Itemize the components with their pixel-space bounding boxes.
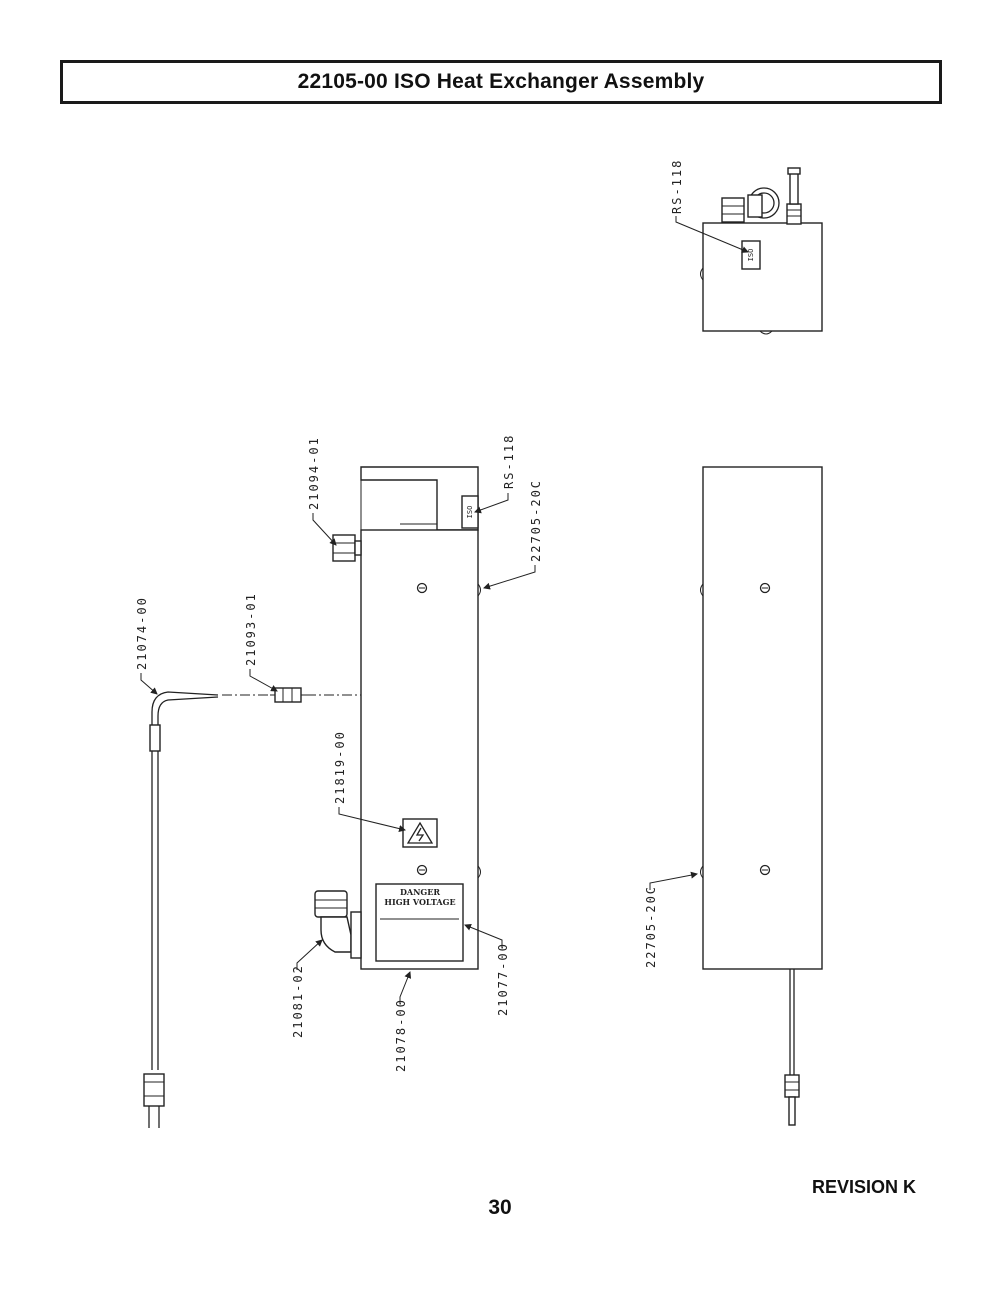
front-view-top-bracket xyxy=(360,466,479,531)
callout-rear-screw: 22705-20C xyxy=(644,885,658,968)
top-view-bottom-bump xyxy=(759,330,773,335)
danger-label xyxy=(375,883,464,962)
rear-connector-tip xyxy=(788,1096,796,1126)
top-view-gland xyxy=(786,203,802,225)
top-view-elbow xyxy=(747,194,763,218)
rear-view-housing xyxy=(702,466,823,970)
callout-danger-label: 21077-00 xyxy=(496,942,510,1016)
revision-label: REVISION K xyxy=(811,1177,916,1197)
page-number: 30 xyxy=(488,1196,512,1219)
top-view-probe-tip xyxy=(787,167,801,175)
callout-screw-top: 22705-20C xyxy=(529,479,543,562)
top-view-probe-stem xyxy=(789,169,799,205)
front-screw-top xyxy=(416,582,428,594)
callout-elbow: 21081-02 xyxy=(291,964,305,1038)
top-view: ISO RS-118 xyxy=(670,159,823,335)
front-view: ISO DANGER HIGH VOLTAGE xyxy=(143,466,481,1128)
callout-probe: 21074-00 xyxy=(135,596,149,670)
front-nut-fitting xyxy=(332,534,356,562)
callouts: 21094-01 RS-118 22705-20C 21074-00 21093… xyxy=(135,434,698,1072)
rear-connector xyxy=(784,1074,800,1098)
probe-plug xyxy=(143,1073,165,1107)
callout-fitting-top: 21094-01 xyxy=(307,436,321,510)
callout-warning-decal: 21819-00 xyxy=(333,730,347,804)
title-box: 22105-00 ISO Heat Exchanger Assembly xyxy=(60,60,942,104)
top-view-side-bump xyxy=(700,267,704,281)
front-iso-text: ISO xyxy=(466,506,474,519)
top-view-housing xyxy=(702,222,823,332)
probe-wire-b xyxy=(157,696,219,1070)
top-view-iso-text: ISO xyxy=(747,249,755,262)
lightning-bolt-icon xyxy=(415,827,425,842)
rear-view xyxy=(700,466,823,1126)
callout-housing: 21078-00 xyxy=(394,998,408,1072)
warning-triangle-icon xyxy=(406,821,434,844)
rear-screw-bottom xyxy=(759,864,771,876)
danger-label-line1: DANGER xyxy=(400,887,440,897)
rear-screw-top xyxy=(759,582,771,594)
probe-fitting xyxy=(274,687,302,703)
top-view-rs-leader xyxy=(675,216,749,253)
callout-probe-fitting: 21093-01 xyxy=(244,592,258,666)
front-screw-bottom xyxy=(416,864,428,876)
probe-sleeve xyxy=(149,724,161,752)
front-side-bump-top xyxy=(477,583,481,597)
danger-label-line2: HIGH VOLTAGE xyxy=(384,897,455,907)
elbow-fitting-head xyxy=(314,890,348,918)
elbow-fitting-body xyxy=(320,916,352,953)
callout-top-view-rs: RS-118 xyxy=(670,159,684,214)
callout-side-rs: RS-118 xyxy=(502,434,516,489)
front-side-bump-bottom xyxy=(477,865,481,879)
page-title: 22105-00 ISO Heat Exchanger Assembly xyxy=(297,70,705,93)
probe-wire-a xyxy=(151,691,219,1070)
top-view-nut xyxy=(721,197,745,223)
